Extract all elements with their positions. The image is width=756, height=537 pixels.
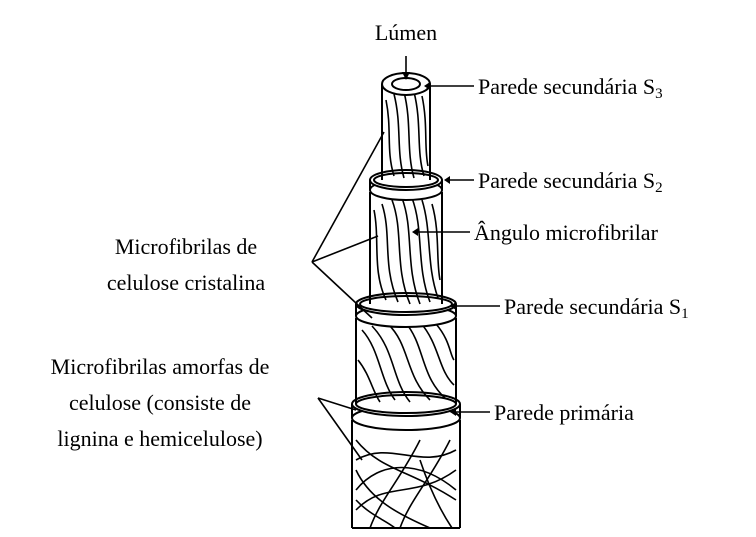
label-angle: Ângulo microfibrilar bbox=[474, 220, 659, 245]
label-s2: Parede secundária S2 bbox=[478, 168, 663, 196]
label-s1: Parede secundária S1 bbox=[504, 294, 689, 322]
label-lumen: Lúmen bbox=[375, 20, 437, 45]
label-s1-text: Parede secundária S bbox=[504, 294, 681, 319]
fiber-illustration bbox=[352, 73, 460, 528]
label-amorphous-line-2: celulose (consiste de bbox=[69, 390, 251, 415]
arrow-s2 bbox=[444, 176, 450, 184]
label-s2-text: Parede secundária S bbox=[478, 168, 655, 193]
leader-amorphous-1 bbox=[318, 398, 356, 410]
s3-band bbox=[370, 170, 442, 200]
label-s1-sub: 1 bbox=[681, 306, 689, 322]
label-amorphous-line-1: Microfibrilas amorfas de bbox=[51, 354, 270, 379]
label-s2-sub: 2 bbox=[655, 180, 663, 196]
label-primary: Parede primária bbox=[494, 400, 634, 425]
label-crystalline-line-2: celulose cristalina bbox=[107, 270, 265, 295]
arrow-angle bbox=[412, 228, 418, 236]
s2-segment bbox=[370, 192, 442, 304]
label-s3-text: Parede secundária S bbox=[478, 74, 655, 99]
label-s3-sub: 3 bbox=[655, 86, 663, 102]
primary-wall-segment bbox=[352, 420, 460, 528]
leader-crystalline-1 bbox=[312, 132, 384, 262]
label-s3: Parede secundária S3 bbox=[478, 74, 663, 102]
leader-crystalline-2 bbox=[312, 236, 378, 262]
leader-crystalline-3 bbox=[312, 262, 372, 318]
label-crystalline-line-1: Microfibrilas de bbox=[115, 234, 257, 259]
label-amorphous-line-3: lignina e hemicelulose) bbox=[57, 426, 262, 451]
s3-segment bbox=[382, 84, 430, 180]
